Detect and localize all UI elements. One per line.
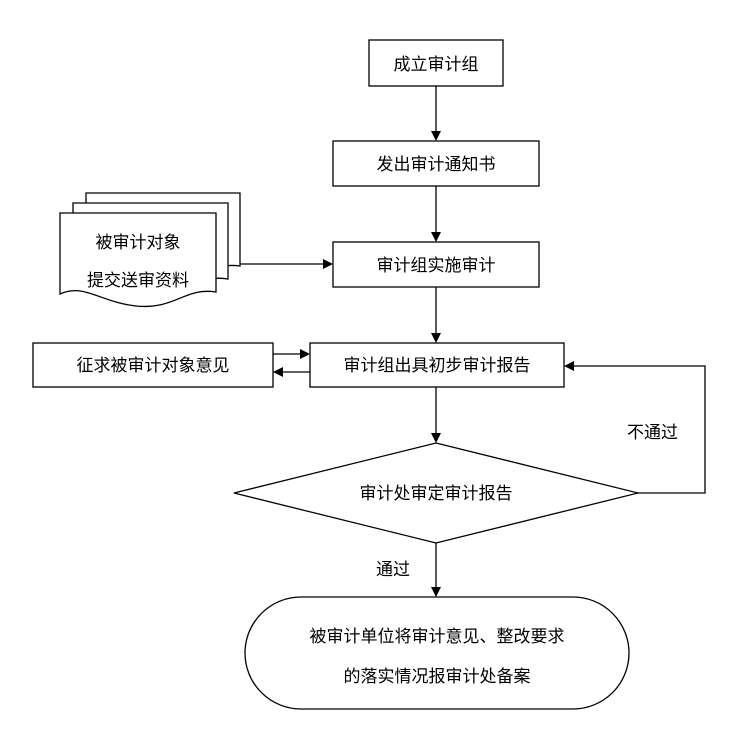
arrow-documents-to-implement	[240, 259, 333, 269]
arrow-implement-to-report	[431, 287, 441, 343]
node-implement-audit-label: 审计组实施审计	[377, 256, 496, 276]
arrow-report-to-solicit	[273, 367, 310, 377]
node-solicit-opinion-label: 征求被审计对象意见	[77, 356, 230, 376]
arrow-solicit-to-report	[273, 349, 310, 359]
node-submit-documents-line2: 提交送审资料	[87, 271, 189, 291]
edge-label-fail: 不通过	[627, 423, 678, 443]
node-submit-documents-line1: 被审计对象	[96, 233, 181, 253]
edge-label-pass: 通过	[376, 560, 410, 580]
node-issue-notice-label: 发出审计通知书	[377, 155, 496, 175]
node-solicit-opinion: 征求被审计对象意见	[32, 342, 274, 388]
node-submit-documents: 被审计对象 提交送审资料	[59, 192, 241, 308]
arrow-review-fail-loop	[564, 361, 706, 494]
node-prelim-report-label: 审计组出具初步审计报告	[344, 356, 531, 376]
node-archive: 被审计单位将审计意见、整改要求 的落实情况报审计处备案	[244, 596, 630, 710]
node-archive-line2: 的落实情况报审计处备案	[344, 667, 531, 687]
node-prelim-report: 审计组出具初步审计报告	[309, 342, 565, 388]
arrow-report-to-review	[431, 387, 441, 443]
node-establish-group: 成立审计组	[368, 39, 504, 87]
node-archive-line1: 被审计单位将审计意见、整改要求	[310, 627, 565, 647]
arrow-review-pass	[431, 543, 441, 597]
arrow-notice-to-implement	[431, 186, 441, 242]
node-review-report: 审计处审定审计报告	[233, 442, 639, 544]
node-establish-group-label: 成立审计组	[394, 55, 479, 75]
arrow-establish-to-notice	[431, 86, 441, 141]
node-issue-notice: 发出审计通知书	[332, 140, 540, 187]
node-review-report-label: 审计处审定审计报告	[360, 484, 513, 504]
node-implement-audit: 审计组实施审计	[332, 241, 540, 288]
